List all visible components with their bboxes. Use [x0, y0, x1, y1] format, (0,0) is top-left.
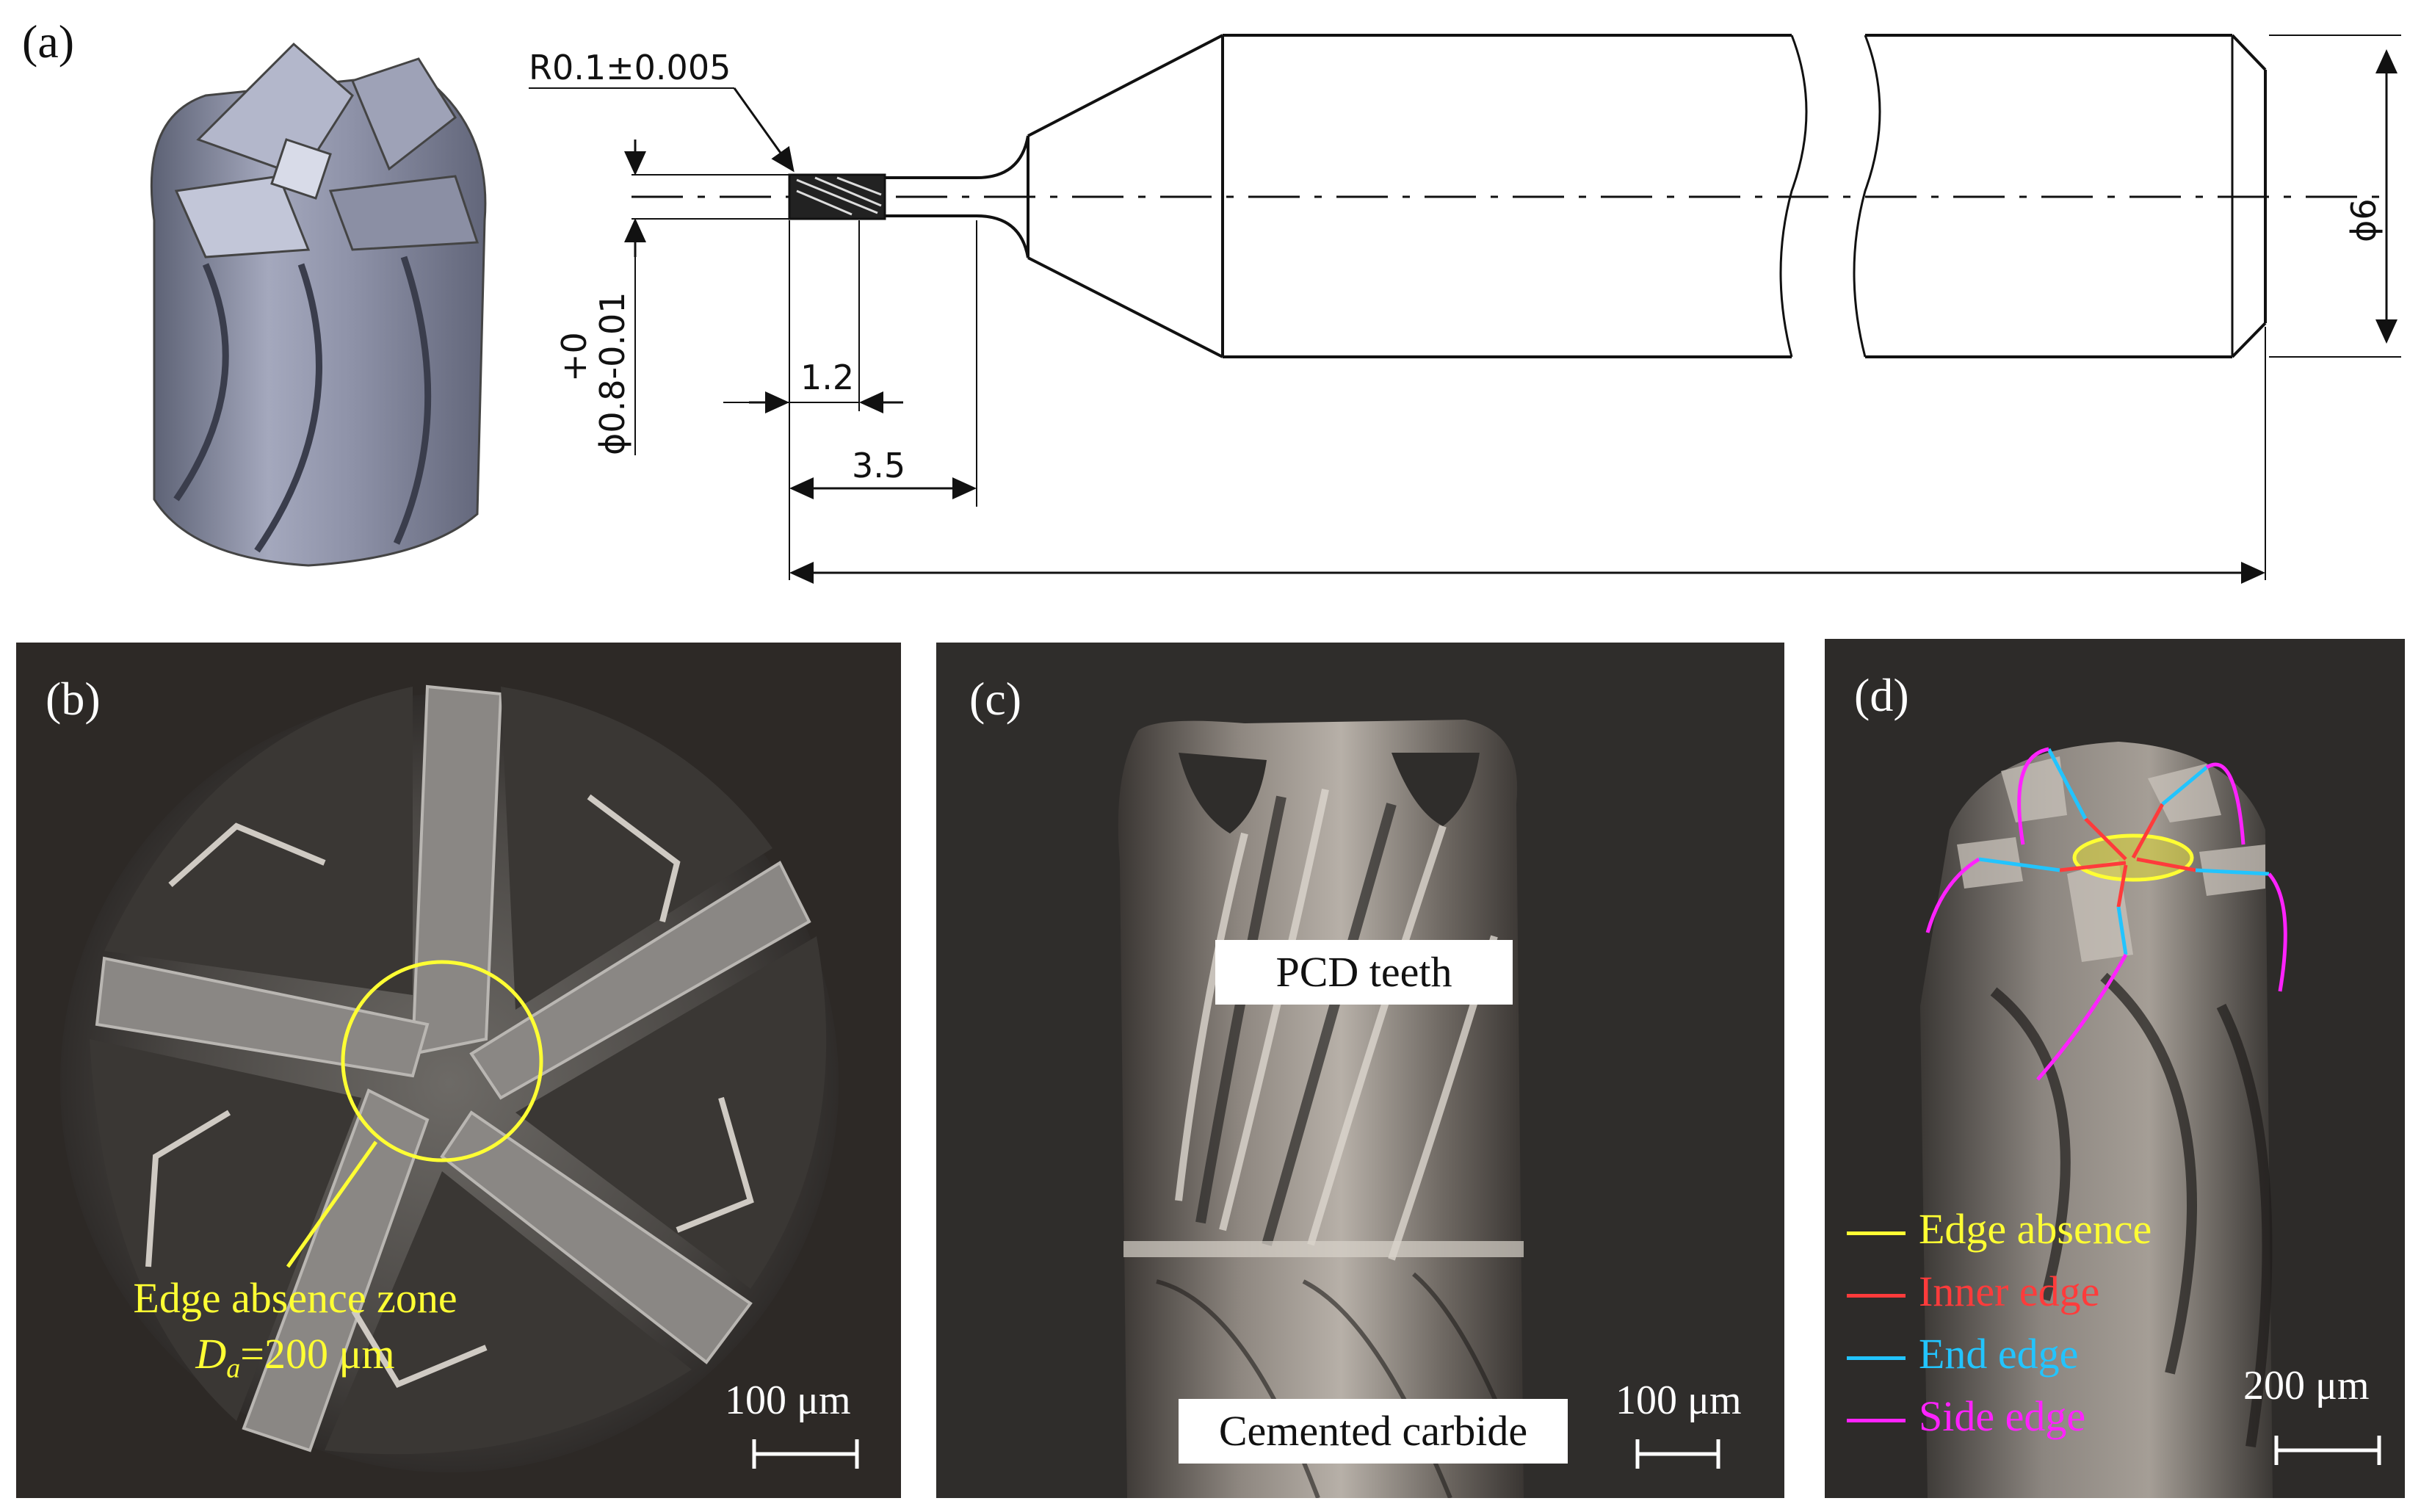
legend-inner-edge: Inner edge: [1847, 1267, 2099, 1316]
panel-c-photo: (c) PCD teeth Cemented carbide 100 μm: [936, 643, 1784, 1498]
pcd-teeth-tag: PCD teeth: [1215, 940, 1513, 1005]
legend-swatch-end-edge: [1847, 1356, 1906, 1361]
panel-d-photo: (d) Edge absence Inner edge End edge Sid…: [1825, 639, 2405, 1498]
dim-tolerance-upper: +0: [554, 332, 594, 382]
scale-label-d: 200 μm: [2243, 1363, 2370, 1408]
edge-absence-circle: [341, 960, 543, 1162]
dim-length-teeth: 1.2: [800, 358, 854, 397]
legend-label-inner-edge: Inner edge: [1919, 1267, 2100, 1315]
panel-a: (a): [0, 0, 2421, 609]
side-view-micrograph: [1118, 720, 1720, 1498]
edge-classification-micrograph: [1920, 742, 2381, 1498]
scale-label-c: 100 μm: [1615, 1378, 1742, 1423]
legend-edge-absence: Edge absence: [1847, 1204, 2152, 1254]
panel-b-label: (b): [46, 673, 101, 725]
legend-side-edge: Side edge: [1847, 1392, 2085, 1441]
cemented-carbide-tag: Cemented carbide: [1179, 1399, 1568, 1464]
panel-d-label: (d): [1854, 669, 1909, 721]
legend-swatch-edge-absence: [1847, 1231, 1906, 1236]
legend-label-end-edge: End edge: [1919, 1330, 2079, 1378]
technical-drawing: R0.1±0.005 1.2 3.5 ϕ6 ϕ0.8-0.01 +0: [529, 34, 2401, 584]
scale-label-b: 100 μm: [725, 1378, 851, 1423]
annotation-line2: Da=200 μm: [90, 1326, 501, 1397]
end-face-micrograph: [60, 684, 859, 1472]
dim-diameter-shank: ϕ6: [2344, 198, 2384, 242]
panel-a-label: (a): [22, 15, 75, 68]
annotation-subscript: a: [226, 1353, 241, 1384]
dim-diameter-small: ϕ0.8-0.01: [593, 292, 632, 455]
legend-label-side-edge: Side edge: [1919, 1392, 2086, 1440]
dim-radius: R0.1±0.005: [529, 48, 731, 87]
legend-label-edge-absence: Edge absence: [1919, 1205, 2152, 1253]
dim-length-neck: 3.5: [852, 446, 905, 485]
legend-swatch-side-edge: [1847, 1419, 1906, 1423]
annotation-line1: Edge absence zone: [133, 1274, 457, 1322]
annotation-symbol: D: [195, 1330, 227, 1378]
tool-3d-model: [150, 42, 487, 567]
annotation-value: =200 μm: [240, 1330, 395, 1378]
panel-b-photo: (b) Edge absence zone Da=200 μm 100 μm: [16, 643, 901, 1498]
edge-absence-annotation: Edge absence zone Da=200 μm: [90, 1270, 501, 1397]
legend-swatch-inner-edge: [1847, 1294, 1906, 1298]
legend-end-edge: End edge: [1847, 1329, 2078, 1378]
panel-c-label: (c): [969, 673, 1022, 725]
